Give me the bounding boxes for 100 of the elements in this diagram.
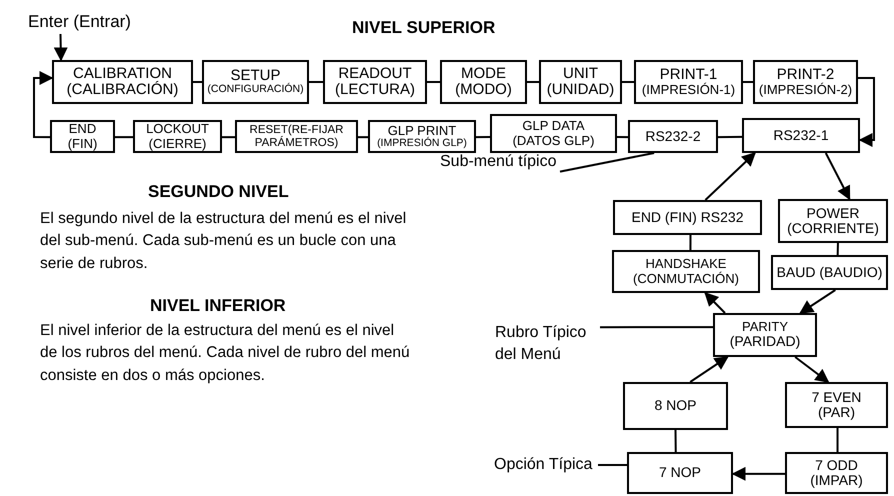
menu-item-translation: (CONFIGURACIÓN) [206,84,305,96]
menu-item-label: READOUT [337,66,413,82]
section-heading: NIVEL INFERIOR [150,296,286,316]
annotation-text: Sub-menú típico [440,150,560,174]
arrow [799,289,836,314]
menu-item-translation: (DATOS GLP) [512,134,596,148]
menu-box [771,255,888,290]
description-paragraph: El segundo nivel de la estructura del menú es el nivel del sub-menú. Cada sub-menú es un bucle con una serie de rubros. [40,209,408,274]
menu-item-translation: (UNIDAD) [546,82,616,98]
arrow [690,356,729,383]
menu-item-label: UNIT [562,66,599,82]
section-heading: SEGUNDO NIVEL [148,182,289,202]
arrow [794,356,830,383]
menu-item-translation: (FIN) [66,136,98,151]
connector-line [527,81,539,83]
menu-item-label: RESET(RE-FIJAR PARÁMETROS) [248,124,344,150]
menu-item-translation: (LECTURA) [334,82,416,98]
arrow [704,152,756,201]
connector-line [622,81,634,83]
menu-item-label: PRINT-1 [660,66,718,83]
menu-item-label: BAUD (BAUDIO) [776,264,884,280]
menu-box [623,382,728,430]
menu-item-label: LOCKOUT [145,122,210,136]
connector-line [476,136,490,138]
arrow [858,77,875,147]
menu-item-label: CALIBRATION [73,66,172,82]
menu-box [778,199,888,243]
menu-item-translation: (IMPRESIÓN-1) [640,83,736,98]
menu-item-translation: (MODO) [454,82,513,98]
menu-item-label: HANDSHAKE [644,257,728,272]
connector-line [358,136,368,138]
menu-box [634,60,743,104]
connector-line [743,81,753,83]
menu-item-translation: (PAR) [816,405,856,420]
menu-item-label: 7 ODD [814,458,859,473]
leader-line [600,326,713,328]
menu-item-label: RS232-1 [772,128,830,144]
menu-box [202,60,309,104]
menu-box [52,60,193,104]
menu-item-translation: (CALIBRACIÓN) [66,82,180,98]
menu-item-label: END [68,122,98,136]
connector-line [718,136,742,138]
menu-box [753,60,858,104]
menu-box [785,382,888,428]
connector-line [616,136,628,138]
menu-box [539,60,622,104]
connector-line [836,428,839,452]
connector-line [674,430,677,452]
menu-box [50,120,115,153]
menu-box [612,250,760,293]
connector-line [836,242,839,256]
menu-box [713,313,817,357]
menu-item-label: GLP PRINT [388,124,458,138]
menu-item-label: 7 EVEN [810,390,862,405]
connector-line [222,136,235,138]
connector-line [193,81,202,83]
menu-item-label: PRINT-2 [776,66,834,83]
menu-item-label: SETUP [230,68,280,84]
connector-line [689,235,692,250]
menu-item-label: 8 NOP [653,398,698,414]
menu-box [235,120,358,153]
menu-box [742,118,860,153]
menu-box [440,60,527,104]
menu-item-label: MODE [460,66,507,82]
menu-item-translation: (IMPAR) [809,473,864,488]
menu-box [323,60,427,104]
menu-item-label: 7 NOP [658,465,702,481]
arrow [33,71,54,138]
menu-item-label: END (FIN) RS232 [630,210,745,226]
menu-item-label: GLP DATA [521,119,586,134]
menu-item-translation: (IMPRESIÓN GLP) [376,138,468,150]
leader-line [560,152,654,173]
menu-item-translation: (PARIDAD) [728,334,802,350]
arrow [54,34,68,62]
description-paragraph: El nivel inferior de la estructura del menú es el nivel de los rubros del menú. Cada nivel de rubro del menú consiste en dos o más opciones. [40,321,410,386]
menu-box [613,200,762,235]
menu-box [490,114,617,153]
connector-line [115,136,133,138]
menu-item-translation: (CIERRE) [148,136,208,151]
connector-line [427,81,440,83]
menu-box [785,452,888,494]
menu-item-translation: (IMPRESIÓN-2) [758,83,854,98]
menu-box [628,120,718,153]
connector-line [309,81,323,83]
leader-line [598,464,627,466]
arrow [824,152,850,200]
annotation-text: Opción Típica [494,453,598,477]
menu-item-label: POWER [806,206,860,221]
arrow [704,292,726,314]
menu-item-translation: (CONMUTACIÓN) [632,272,740,286]
menu-box [368,120,476,153]
arrow [732,466,785,481]
menu-item-label: PARITY [741,320,789,334]
menu-box [627,452,733,494]
menu-item-label: RS232-2 [644,128,702,144]
menu-item-translation: (CORRIENTE) [786,221,880,236]
annotation-text: Enter (Entrar) [28,10,140,34]
annotation-text: Rubro Típico del Menú [495,316,600,372]
section-heading: NIVEL SUPERIOR [352,18,496,38]
menu-box [133,120,222,153]
